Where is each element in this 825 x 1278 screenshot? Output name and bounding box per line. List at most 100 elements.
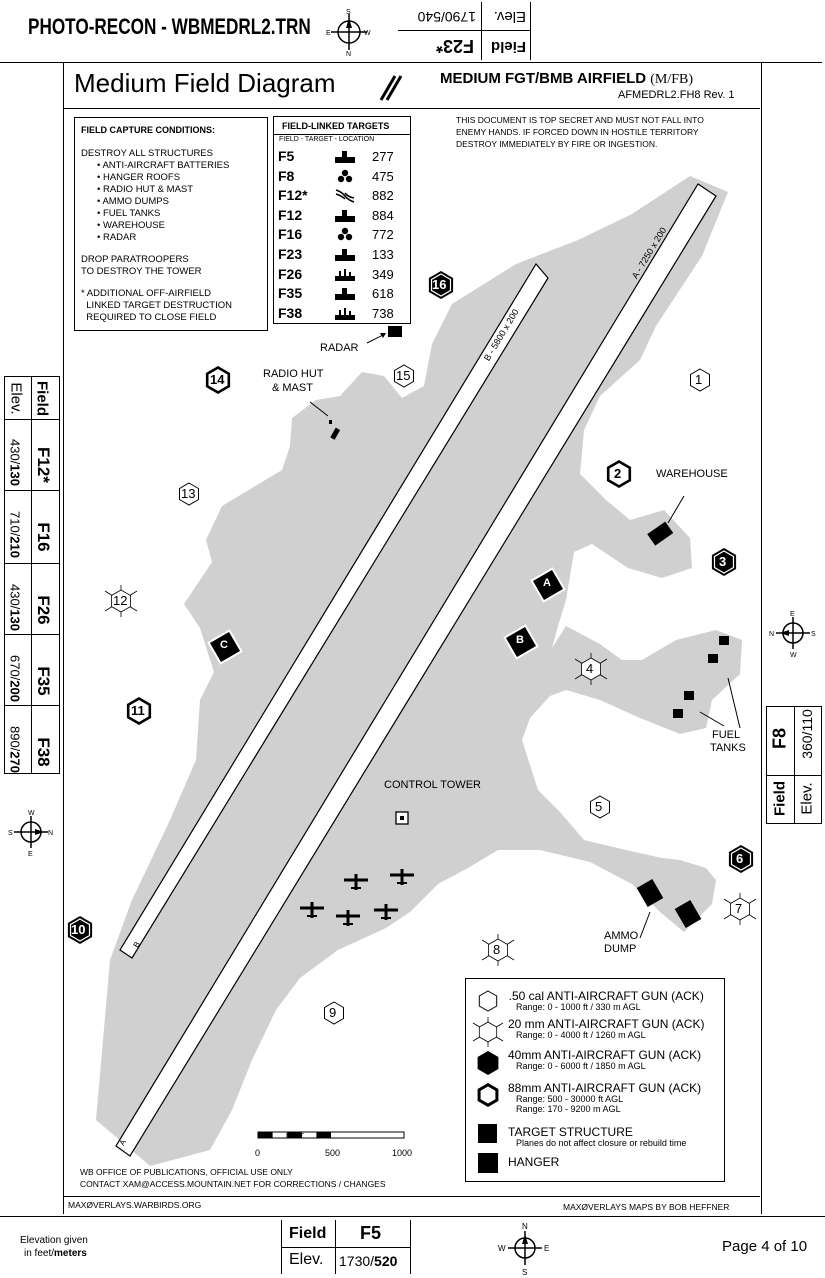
office-line-1: WB OFFICE OF PUBLICATIONS, OFFICIAL USE … bbox=[80, 1167, 293, 1177]
scale-500: 500 bbox=[325, 1148, 341, 1158]
gun-20mm-8 bbox=[481, 934, 515, 966]
ammo-label-2: DUMP bbox=[604, 943, 637, 955]
svg-text:E: E bbox=[790, 611, 795, 618]
svg-text:N: N bbox=[48, 830, 53, 837]
bridge-icon bbox=[334, 188, 356, 209]
capture-conditions-box: FIELD CAPTURE CONDITIONS: DESTROY ALL ST… bbox=[74, 117, 268, 331]
compass-s: S bbox=[346, 9, 351, 16]
warehouse-target bbox=[647, 521, 674, 546]
map-frame bbox=[63, 62, 762, 1214]
capture-title: FIELD CAPTURE CONDITIONS: bbox=[81, 125, 215, 135]
svg-text:S: S bbox=[811, 631, 816, 638]
capture-item: • HANGER ROOFS bbox=[97, 172, 181, 183]
gun-number: 3 bbox=[719, 554, 727, 569]
gun-20mm-12 bbox=[104, 585, 138, 617]
linked-target-row: F16 772 bbox=[274, 224, 410, 244]
secret-line-2: ENEMY HANDS. IF FORCED DOWN IN HOSTILE T… bbox=[456, 127, 699, 137]
parked-planes bbox=[300, 869, 414, 926]
bottom-elev-label: Elev. bbox=[289, 1251, 324, 1268]
tower-label: CONTROL TOWER bbox=[384, 779, 481, 791]
linked-field: F35 bbox=[278, 285, 303, 302]
runway-slash-icon bbox=[379, 75, 403, 101]
linked-location: 772 bbox=[372, 227, 394, 243]
capture-para3: LINKED TARGET DESTRUCTION bbox=[81, 300, 232, 311]
diagram-title: Medium Field Diagram bbox=[74, 68, 336, 98]
linked-field: F23 bbox=[278, 246, 303, 262]
left-field-value: F16 bbox=[34, 522, 53, 552]
linked-field: F12* bbox=[278, 187, 308, 204]
hangar-icon bbox=[334, 208, 356, 227]
compass-e: E bbox=[326, 30, 331, 37]
fuel-tanks-icon bbox=[334, 227, 356, 246]
legend-gun20-range: Range: 0 - 4000 ft / 1260 m AGL bbox=[516, 1030, 646, 1040]
svg-text:W: W bbox=[498, 1244, 506, 1253]
capture-item: • RADAR bbox=[97, 232, 137, 243]
scale-unit: FEET bbox=[286, 1133, 304, 1140]
airfield-code: (M/FB) bbox=[650, 72, 694, 87]
legend-gun88-range2: Range: 170 - 9200 m AGL bbox=[516, 1104, 621, 1114]
bottom-field-label: Field bbox=[289, 1225, 327, 1242]
hangar-c bbox=[207, 629, 243, 665]
left-field-value: F38 bbox=[34, 737, 53, 767]
credit: MAXØVERLAYS MAPS BY BOB HEFFNER bbox=[563, 1202, 730, 1212]
linked-field: F16 bbox=[278, 226, 303, 243]
capture-para2: TO DESTROY THE TOWER bbox=[81, 266, 202, 277]
capture-para2: DROP PARATROOPERS bbox=[81, 254, 189, 265]
radio-mast-target bbox=[329, 420, 332, 424]
hangar-b-label: B bbox=[516, 634, 524, 646]
header-frame bbox=[0, 0, 822, 63]
gun-20mm-4 bbox=[574, 653, 608, 685]
radio-label-1: RADIO HUT bbox=[263, 368, 324, 380]
linked-location: 738 bbox=[372, 305, 394, 321]
site-link[interactable]: MAXØVERLAYS.WARBIRDS.ORG bbox=[68, 1200, 202, 1210]
legend-target: TARGET STRUCTURE bbox=[508, 1125, 633, 1139]
gun-number: 6 bbox=[736, 851, 744, 866]
capture-line1: DESTROY ALL STRUCTURES bbox=[81, 148, 213, 159]
ammo-dump-target bbox=[636, 878, 664, 908]
linked-targets-box: FIELD-LINKED TARGETS FIELD - TARGET - LO… bbox=[273, 116, 411, 324]
svg-text:E: E bbox=[28, 851, 33, 856]
legend-icons bbox=[472, 990, 504, 1173]
factory-icon bbox=[334, 306, 356, 325]
svg-text:N: N bbox=[769, 631, 774, 638]
linked-location: 277 bbox=[372, 149, 394, 164]
legend-gun40: 40mm ANTI-AIRCRAFT GUN (ACK) bbox=[508, 1048, 702, 1062]
fuel-tank bbox=[684, 691, 694, 700]
left-field-label: Field bbox=[33, 380, 51, 416]
svg-text:E: E bbox=[544, 1244, 549, 1253]
capture-para3: * ADDITIONAL OFF-AIRFIELD bbox=[81, 288, 212, 299]
legend-gun50: .50 cal ANTI-AIRCRAFT GUN (ACK) bbox=[502, 989, 704, 1003]
bottom-elev-value: 1730/520 bbox=[339, 1253, 398, 1269]
svg-text:W: W bbox=[790, 652, 797, 658]
gun-20mm-7 bbox=[723, 893, 757, 925]
left-compass-icon: W E S N bbox=[8, 810, 53, 856]
radio-label-2: & MAST bbox=[272, 382, 313, 394]
hangar-b bbox=[503, 624, 539, 660]
runway-b bbox=[119, 262, 549, 959]
left-field-value: F12* bbox=[34, 447, 53, 483]
capture-item: • FUEL TANKS bbox=[97, 208, 161, 219]
right-elev-value: 360/110 bbox=[799, 709, 815, 759]
hangar-icon bbox=[334, 149, 356, 168]
right-elev-label: Elev. bbox=[798, 782, 816, 815]
legend-gun88: 88mm ANTI-AIRCRAFT GUN (ACK) bbox=[508, 1081, 702, 1095]
radio-hut-target bbox=[330, 427, 341, 440]
linked-location: 884 bbox=[372, 207, 394, 223]
left-elev-value: 890/270 bbox=[7, 725, 23, 773]
capture-item: • AMMO DUMPS bbox=[97, 196, 169, 207]
header-title: PHOTO-RECON - WBMEDRL2.TRN bbox=[28, 14, 311, 39]
bottom-field-value: F5 bbox=[360, 1223, 382, 1243]
right-strip bbox=[766, 706, 822, 824]
office-line-2: CONTACT XAM@ACCESS.MOUNTAIN.NET FOR CORR… bbox=[80, 1179, 386, 1189]
gun-number: 8 bbox=[493, 942, 501, 957]
compass-icon: S N E W bbox=[326, 9, 371, 56]
linked-field: F8 bbox=[278, 167, 295, 184]
gun-number: 12 bbox=[113, 593, 128, 608]
